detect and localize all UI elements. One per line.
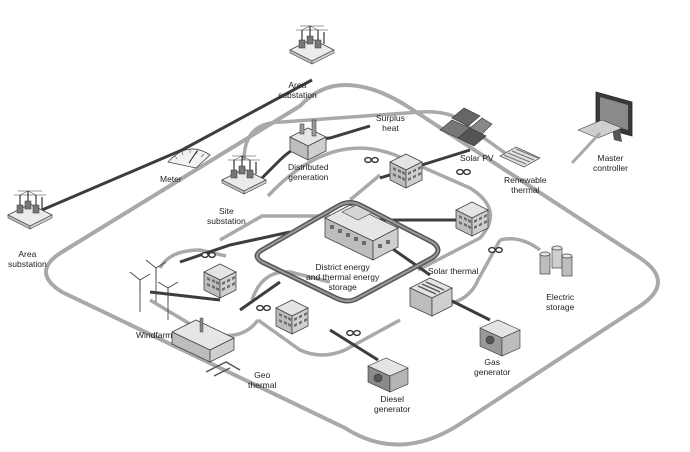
distributed-generation-icon (289, 119, 327, 161)
building-north (389, 153, 423, 189)
master-controller-icon (570, 91, 633, 165)
diesel-generator-icon (367, 357, 409, 393)
geo-thermal-plant-icon (171, 317, 241, 377)
label-solar-thermal: Solar thermal (428, 266, 479, 276)
label-windfarm: Windfarm (136, 330, 173, 340)
solar-thermal-icon (409, 277, 453, 317)
gas-generator-icon (479, 319, 521, 357)
building-south (275, 299, 309, 335)
building-east (455, 201, 489, 237)
site-substation-icon (221, 155, 267, 195)
main-distribution-loop (44, 82, 660, 447)
label-solar-pv: Solar PV (460, 153, 494, 163)
electric-storage-icon (539, 245, 573, 277)
power-cables (41, 78, 491, 362)
windfarm-icon (129, 259, 179, 320)
area-substation-top-icon (289, 25, 335, 65)
building-west (203, 263, 237, 299)
meter-icon (167, 148, 211, 169)
solar-pv-icon (439, 107, 493, 147)
renewable-thermal-icon (499, 146, 541, 168)
district-storage-building (324, 204, 399, 261)
label-meter: Meter (160, 174, 182, 184)
